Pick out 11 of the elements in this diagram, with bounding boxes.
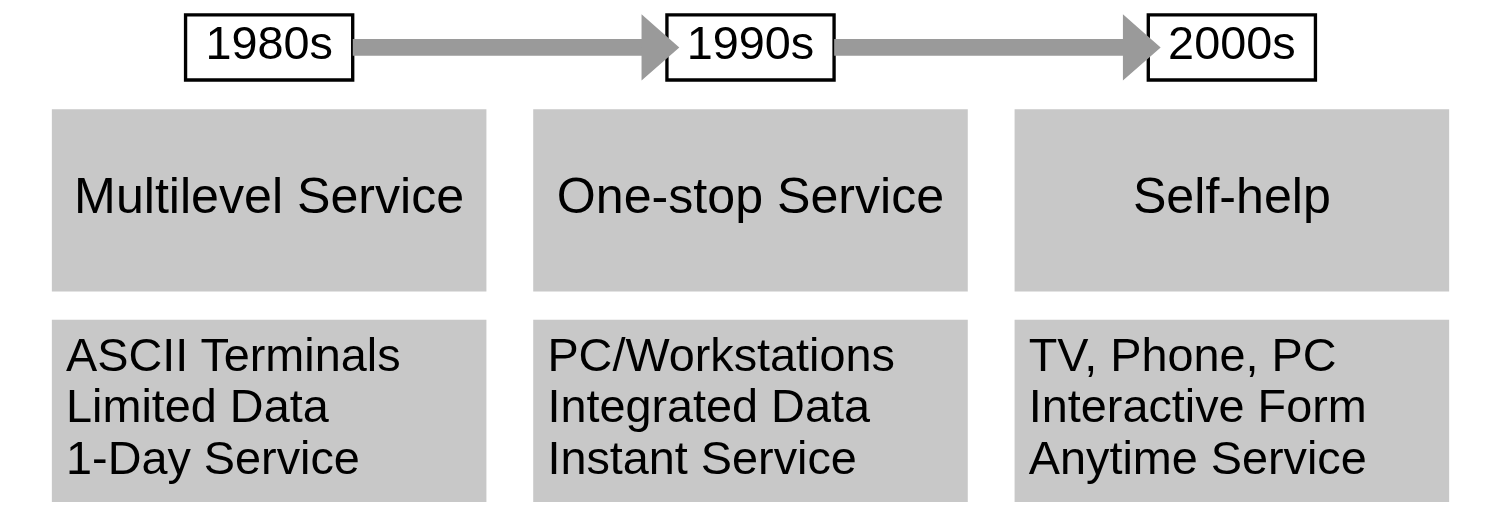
node-box: PC/Workstations Integrated Data Instant Service bbox=[532, 319, 968, 503]
node-box: 1980s bbox=[183, 13, 354, 82]
node-box: 2000s bbox=[1146, 13, 1317, 82]
node-box: ASCII Terminals Limited Data 1-Day Service bbox=[51, 319, 486, 503]
node-box: Self-help bbox=[1014, 109, 1449, 292]
arrow bbox=[833, 14, 1161, 81]
node-box: One-stop Service bbox=[532, 109, 968, 292]
node-box: Multilevel Service bbox=[51, 109, 486, 292]
arrow bbox=[352, 14, 679, 81]
node-box: 1990s bbox=[664, 13, 836, 82]
node-box: TV, Phone, PC Interactive Form Anytime Service bbox=[1014, 319, 1449, 503]
